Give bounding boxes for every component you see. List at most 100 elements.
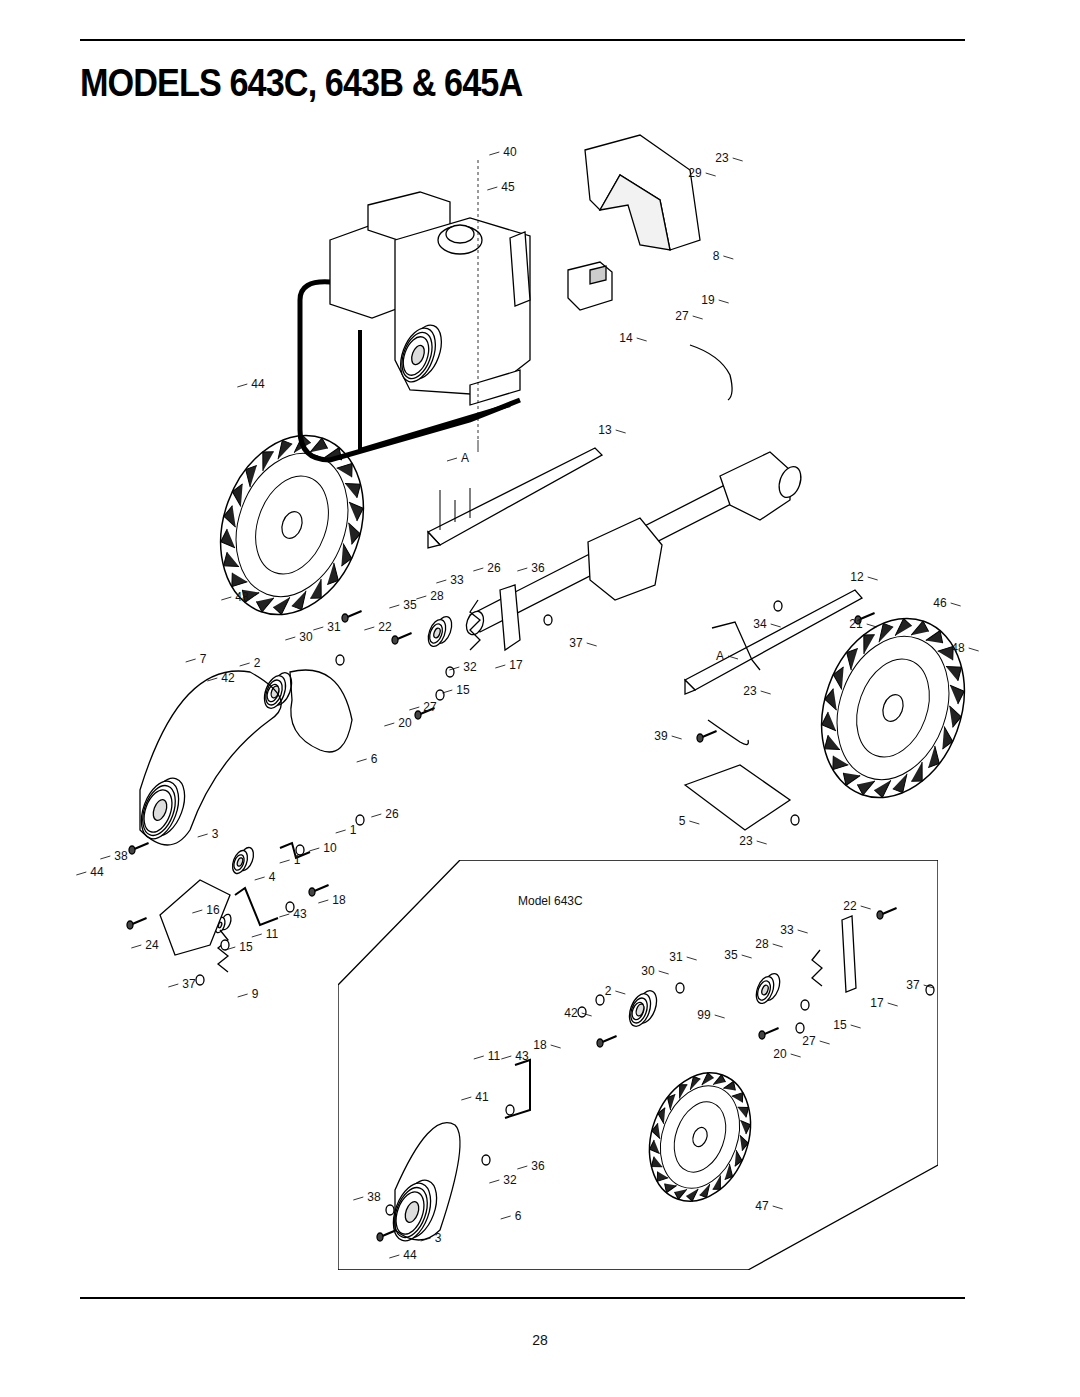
leader-line [440,490,441,530]
leader-line [659,971,669,974]
leader-line [951,603,961,606]
leader-line [455,500,456,522]
tire-wheel [798,598,989,817]
callout-number: 24 [145,939,158,951]
callout-number: 45 [501,181,514,193]
leader-line [313,627,323,630]
leader-line [237,384,247,387]
leader-line [551,1045,561,1048]
part-ellipse [260,673,289,711]
leader-line [969,648,979,651]
leader-line [798,930,808,933]
leader-line [225,947,235,950]
part-ellipse [697,734,703,742]
callout-number: 39 [654,730,667,742]
part-outline [395,218,530,395]
leader-line [742,955,752,958]
part-ellipse [394,323,442,386]
leader-line [100,856,110,859]
part-outline [428,448,602,545]
leader-line [389,605,399,608]
part-ellipse [446,667,454,677]
leader-line [478,440,479,452]
part-ellipse [436,690,444,700]
callout-number: 48 [951,642,964,654]
callout-number: 33 [450,574,463,586]
part-ellipse [774,601,782,611]
leader-line [715,1015,725,1018]
callout-number: 27 [423,701,436,713]
part-ellipse [386,1205,394,1215]
leader-line [409,707,419,710]
callout-number: 19 [701,294,714,306]
part-ellipse [356,815,364,825]
part-ellipse [544,615,552,625]
part-ellipse [221,940,229,950]
part-outline [685,590,862,690]
leader-line [309,848,319,851]
leader-line [80,1297,965,1299]
leader-line [353,1197,363,1200]
callout-number: 10 [323,842,336,854]
part-ellipse [230,848,251,875]
tire-wheel [632,1059,767,1216]
part-ellipse [398,333,433,378]
leader-line [773,1206,783,1209]
part-ellipse [309,888,315,896]
leader-line [186,659,196,662]
callout-number: 42 [221,672,234,684]
leader-line [888,1003,898,1006]
part-ellipse [791,815,799,825]
leader-line [791,1054,801,1057]
leader-line [489,1180,499,1183]
callout-number: 29 [688,167,701,179]
leader-line [470,488,471,518]
part-outline [842,916,856,992]
part-ellipse [415,711,421,719]
callout-number: 31 [327,621,340,633]
part-ellipse [635,1003,646,1017]
page-number: 28 [532,1333,548,1347]
part-ellipse [392,636,398,644]
part-ellipse [676,983,684,993]
part-ellipse [761,984,770,995]
callout-number: 44 [90,866,103,878]
part-ellipse [506,1105,514,1115]
callout-number: 23 [739,835,752,847]
leader-line [615,991,625,994]
leader-line [449,667,459,670]
part-ellipse [151,798,170,822]
callout-number: 37 [569,637,582,649]
part-ellipse [396,328,438,382]
leader-line [473,568,483,571]
callout-number: 47 [755,1200,768,1212]
leader-line [436,580,446,583]
leader-line [279,914,289,917]
leader-line [761,691,771,694]
callout-number: 27 [802,1035,815,1047]
part-outline [588,518,662,600]
leader-line [447,458,457,461]
part-outline [218,930,228,972]
callout-number: 14 [619,332,632,344]
callout-number: 28 [755,938,768,950]
part-ellipse [438,226,482,254]
callout-number: 37 [182,978,195,990]
part-ellipse [232,853,246,871]
leader-line [773,944,783,947]
part-ellipse [425,617,449,649]
leader-line [487,187,497,190]
leader-line [240,663,250,666]
leader-line [192,910,202,913]
leader-line [501,1216,511,1219]
callout-number: 30 [299,631,312,643]
part-ellipse [265,683,281,704]
part-ellipse [463,609,486,637]
leader-line [416,596,426,599]
callout-number: 43 [293,908,306,920]
callout-number: 5 [679,815,686,827]
part-ellipse [597,1039,603,1047]
part-ellipse [342,614,348,622]
callout-number: 26 [487,562,500,574]
